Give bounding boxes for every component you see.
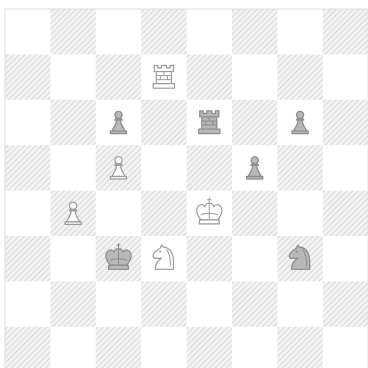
square-g1[interactable]: [277, 327, 323, 368]
square-f6[interactable]: [232, 100, 278, 146]
square-h7[interactable]: [323, 54, 368, 100]
square-e2[interactable]: [187, 281, 233, 327]
square-f4[interactable]: [232, 191, 278, 237]
square-b2[interactable]: [50, 281, 96, 327]
square-c1[interactable]: [96, 327, 142, 368]
square-d5[interactable]: [141, 145, 187, 191]
square-f3[interactable]: [232, 236, 278, 282]
square-b1[interactable]: [50, 327, 96, 368]
square-a3[interactable]: [5, 236, 51, 282]
square-a6[interactable]: [5, 100, 51, 146]
black-rook-icon[interactable]: [199, 111, 220, 134]
square-h8[interactable]: [323, 9, 368, 55]
square-g2[interactable]: [277, 281, 323, 327]
square-e3[interactable]: [187, 236, 233, 282]
square-e7[interactable]: [187, 54, 233, 100]
square-f1[interactable]: [232, 327, 278, 368]
square-a2[interactable]: [5, 281, 51, 327]
square-b3[interactable]: [50, 236, 96, 282]
square-h2[interactable]: [323, 281, 368, 327]
square-h3[interactable]: [323, 236, 368, 282]
square-b8[interactable]: [50, 9, 96, 55]
square-c7[interactable]: [96, 54, 142, 100]
white-rook-icon[interactable]: [153, 65, 174, 88]
square-c4[interactable]: [96, 191, 142, 237]
square-f8[interactable]: [232, 9, 278, 55]
square-f7[interactable]: [232, 54, 278, 100]
square-f2[interactable]: [232, 281, 278, 327]
square-h4[interactable]: [323, 191, 368, 237]
square-h6[interactable]: [323, 100, 368, 146]
square-b6[interactable]: [50, 100, 96, 146]
square-d6[interactable]: [141, 100, 187, 146]
square-h1[interactable]: [323, 327, 368, 368]
board-squares: [5, 9, 368, 368]
square-d1[interactable]: [141, 327, 187, 368]
square-g7[interactable]: [277, 54, 323, 100]
square-e5[interactable]: [187, 145, 233, 191]
square-g4[interactable]: [277, 191, 323, 237]
square-c2[interactable]: [96, 281, 142, 327]
square-g5[interactable]: [277, 145, 323, 191]
square-e1[interactable]: [187, 327, 233, 368]
square-h5[interactable]: [323, 145, 368, 191]
square-a4[interactable]: [5, 191, 51, 237]
square-c8[interactable]: [96, 9, 142, 55]
square-a1[interactable]: [5, 327, 51, 368]
square-d2[interactable]: [141, 281, 187, 327]
square-a5[interactable]: [5, 145, 51, 191]
square-e8[interactable]: [187, 9, 233, 55]
square-g8[interactable]: [277, 9, 323, 55]
square-a8[interactable]: [5, 9, 51, 55]
square-b7[interactable]: [50, 54, 96, 100]
square-a7[interactable]: [5, 54, 51, 100]
square-d4[interactable]: [141, 191, 187, 237]
square-d8[interactable]: [141, 9, 187, 55]
square-b5[interactable]: [50, 145, 96, 191]
